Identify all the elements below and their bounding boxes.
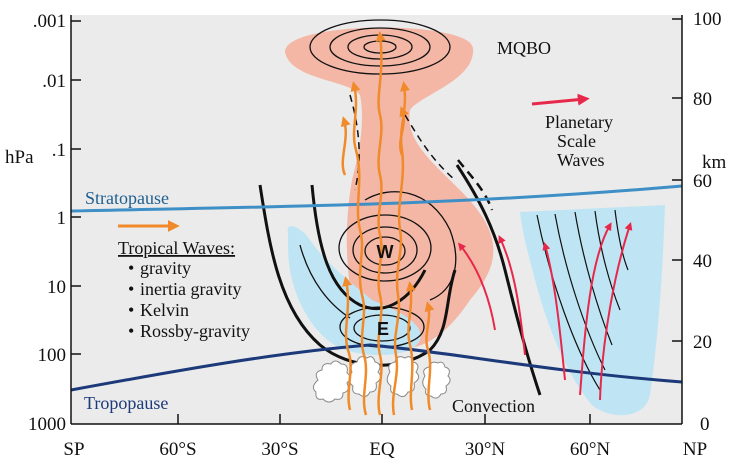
left-tick-label: 10 xyxy=(47,277,66,298)
dashed-boundary-1 xyxy=(349,94,360,191)
x-tick-label: 60°S xyxy=(159,439,196,460)
stratopause-label: Stratopause xyxy=(85,188,169,208)
right-axis-ticks xyxy=(672,18,682,342)
planetary-label-1: Planetary xyxy=(545,112,613,132)
westerly-contours xyxy=(338,191,457,301)
x-tick-label: EQ xyxy=(369,439,395,460)
x-tick-label: SP xyxy=(63,439,84,460)
right-tick-label: 60 xyxy=(693,171,712,192)
left-tick-label: .01 xyxy=(42,71,66,92)
westerly-label: W xyxy=(377,242,394,262)
tropopause-label: Tropopause xyxy=(84,393,168,413)
x-tick-label: NP xyxy=(683,439,707,460)
convection-label: Convection xyxy=(452,396,535,416)
mqbo-pink-region xyxy=(285,27,494,349)
left-tick-label: 100 xyxy=(38,345,67,366)
orange-wave-arrows xyxy=(340,31,435,416)
bullet: • xyxy=(128,300,134,320)
tropopause-line xyxy=(70,343,683,392)
tropical-wave-item: Kelvin xyxy=(140,300,189,320)
bullet: • xyxy=(128,258,134,278)
bullet: • xyxy=(128,321,134,341)
right-tick-label: 100 xyxy=(693,9,722,30)
planetary-label-3: Waves xyxy=(557,150,605,170)
left-tick-label: .1 xyxy=(52,140,66,161)
polar-blue-region xyxy=(520,205,665,416)
right-tick-label: 80 xyxy=(693,89,712,110)
left-axis-unit: hPa xyxy=(5,147,34,168)
left-tick-label: 1 xyxy=(57,208,67,229)
tropical-wave-item: inertia gravity xyxy=(140,279,241,299)
right-tick-label: 20 xyxy=(693,332,712,353)
planetary-legend-arrow xyxy=(531,93,590,106)
left-tick-label: .001 xyxy=(33,11,66,32)
dashed-boundary-3 xyxy=(457,159,494,211)
right-axis-unit: km xyxy=(702,152,727,173)
mqbo-label: MQBO xyxy=(497,38,551,58)
right-tick-label: 0 xyxy=(700,414,710,435)
x-tick-label: 30°S xyxy=(261,439,298,460)
left-axis-ticks xyxy=(71,20,81,355)
tropical-wave-item: gravity xyxy=(140,258,191,278)
tropical-waves-title: Tropical Waves: xyxy=(118,238,235,258)
tropical-blue-region xyxy=(287,226,421,356)
planetary-label-2: Scale xyxy=(557,131,596,151)
bullet: • xyxy=(128,279,134,299)
x-tick-label: 60°N xyxy=(570,439,611,460)
stratopause-line xyxy=(70,184,683,213)
tropical-wave-item: Rossby-gravity xyxy=(140,321,250,341)
right-tick-label: 40 xyxy=(693,251,712,272)
red-wave-arrows xyxy=(458,221,633,401)
x-tick-label: 30°N xyxy=(465,439,506,460)
bottom-axis-ticks xyxy=(177,414,591,424)
left-tick-label: 1000 xyxy=(28,414,66,435)
tropical-waves-list: • gravity • inertia gravity • Kelvin • R… xyxy=(128,258,250,341)
dashed-boundary-2 xyxy=(404,114,456,181)
easterly-label: E xyxy=(377,319,389,339)
